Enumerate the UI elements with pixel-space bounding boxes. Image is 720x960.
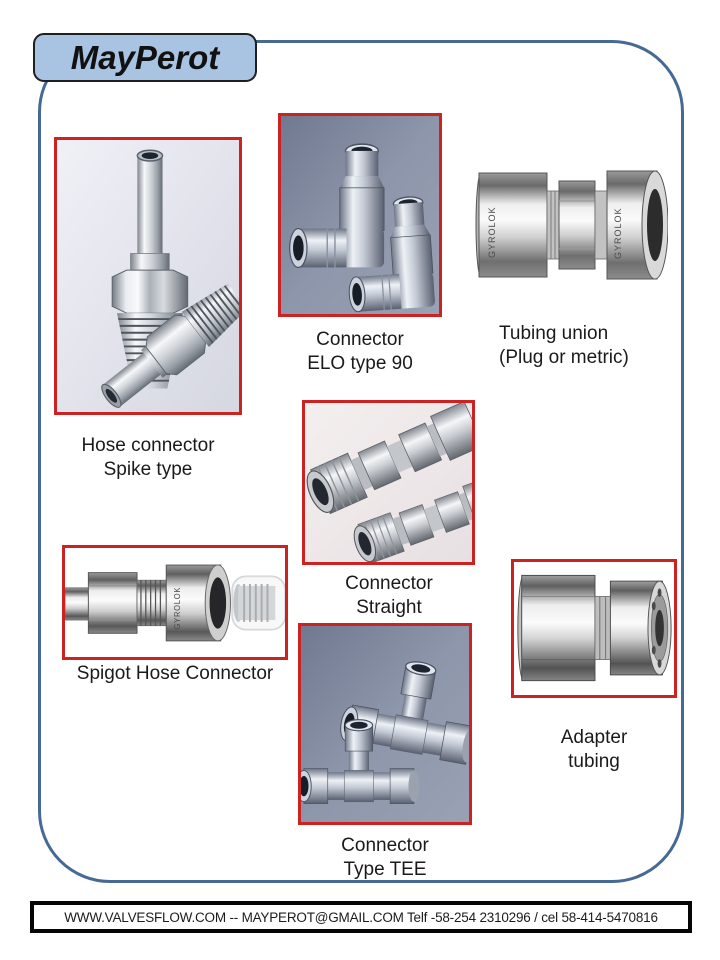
label-connector-elo-90: Connector ELO type 90 <box>270 328 450 376</box>
brand-logo: MayPerot <box>33 33 257 82</box>
label-tubing-union: Tubing union (Plug or metric) <box>499 322 674 370</box>
label-line: Straight <box>356 597 422 618</box>
label-adapter-tubing: Adapter tubing <box>504 726 684 774</box>
photo-spigot-hose-connector: GYROLOK <box>62 545 288 660</box>
stamp-text: GYROLOK <box>173 587 182 630</box>
straight-fitting-upper <box>306 403 472 515</box>
label-line: Connector <box>316 329 404 350</box>
label-line: Hose connector <box>81 435 215 456</box>
label-line: Type TEE <box>343 859 427 880</box>
label-line: Tubing union <box>499 323 609 344</box>
content-frame-border <box>38 40 684 883</box>
adapter-tubing-illustration <box>514 562 674 695</box>
brand-logo-text: MayPerot <box>70 38 220 76</box>
photo-tubing-union: GYROLOK GYROLOK <box>473 143 668 305</box>
label-line: ELO type 90 <box>307 353 413 374</box>
photo-connector-straight <box>302 400 475 565</box>
label-line: tubing <box>568 751 620 772</box>
stamp-text: GYROLOK <box>613 207 623 259</box>
straight-fitting-lower <box>353 475 472 562</box>
spigot-fitting: GYROLOK <box>65 564 231 642</box>
photo-connector-elo-90 <box>278 113 442 317</box>
elbow-fitting-left <box>289 143 385 268</box>
stamp-text: GYROLOK <box>487 206 497 258</box>
adapter-fitting <box>517 574 672 682</box>
hose-connector-spike-illustration <box>57 140 239 412</box>
label-line: (Plug or metric) <box>499 347 629 368</box>
connector-straight-illustration <box>305 403 472 562</box>
photo-connector-tee <box>298 623 472 825</box>
barbed-spigot-in-hose <box>231 575 285 631</box>
spigot-hose-connector-illustration: GYROLOK <box>65 548 285 657</box>
footer-contact-bar: WWW.VALVESFLOW.COM -- MAYPEROT@GMAIL.COM… <box>30 901 692 933</box>
label-line: Connector <box>341 835 429 856</box>
tee-fitting-front <box>301 719 420 804</box>
tubing-union-illustration: GYROLOK GYROLOK <box>473 143 668 305</box>
union-fitting: GYROLOK GYROLOK <box>475 170 668 280</box>
connector-elo-90-illustration <box>281 116 439 314</box>
connector-tee-illustration <box>301 626 469 822</box>
label-line: Adapter <box>560 727 628 748</box>
label-hose-connector-spike: Hose connector Spike type <box>38 434 258 482</box>
footer-contact-text: WWW.VALVESFLOW.COM -- MAYPEROT@GMAIL.COM… <box>64 909 658 925</box>
elbow-fitting-right <box>348 196 435 313</box>
label-line: Spigot Hose Connector <box>76 663 274 684</box>
photo-adapter-tubing <box>511 559 677 698</box>
label-line: Spike type <box>103 459 193 480</box>
label-line: Connector <box>345 573 433 594</box>
label-connector-tee: Connector Type TEE <box>295 834 475 882</box>
label-spigot-hose-connector: Spigot Hose Connector <box>40 662 310 686</box>
spike-fitting-diagonal <box>101 278 239 408</box>
photo-hose-connector-spike <box>54 137 242 415</box>
label-connector-straight: Connector Straight <box>299 572 479 620</box>
